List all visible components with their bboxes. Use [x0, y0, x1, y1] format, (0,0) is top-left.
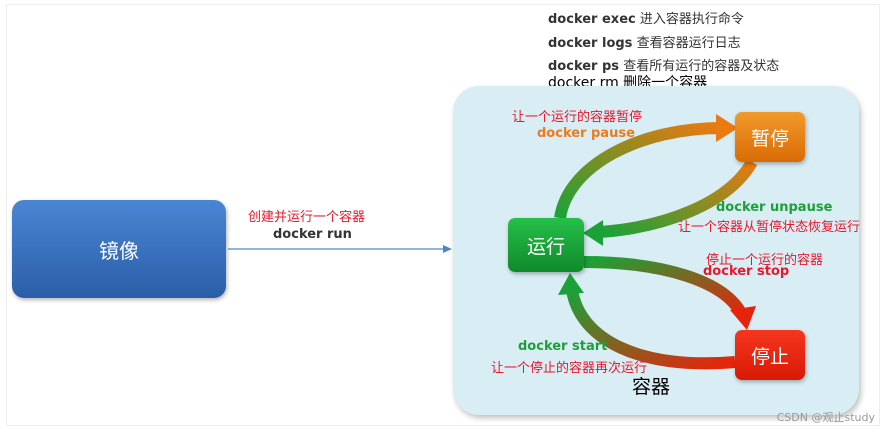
running-node: 运行 — [508, 218, 584, 272]
unpause-desc-label: 让一个容器从暂停状态恢复运行 — [678, 220, 861, 235]
pause-arrow-head — [716, 114, 738, 142]
unpause-arrow — [599, 158, 758, 238]
cmd-logs-desc: 查看容器运行日志 — [636, 36, 741, 51]
unpause-cmd-label: docker unpause — [716, 200, 833, 215]
stop-arrow-head — [730, 306, 756, 330]
image-node: 镜像 — [12, 200, 226, 298]
diagram-frame — [6, 4, 880, 426]
watermark: CSDN @观止study — [776, 411, 875, 424]
start-arrow-head — [558, 273, 584, 295]
cmd-exec-name: docker exec — [548, 12, 636, 27]
stop-desc-label: 停止一个运行的容器 — [706, 253, 824, 268]
start-arrow — [566, 288, 736, 370]
cmd-exec-desc: 进入容器执行命令 — [639, 12, 744, 27]
stop-cmd-label: docker stop — [703, 264, 790, 279]
cmd-ps-desc: 查看所有运行的容器及状态 — [623, 59, 780, 74]
cmd-ps: docker ps 查看所有运行的容器及状态 — [548, 55, 779, 74]
start-desc-label: 让一个停止的容器再次运行 — [491, 361, 648, 376]
start-cmd-label: docker start — [518, 339, 608, 354]
cmd-ps-name: docker ps — [548, 59, 620, 74]
pause-cmd-label: docker pause — [537, 126, 635, 141]
run-cmd-label: docker run — [273, 227, 352, 242]
cmd-exec: docker exec 进入容器执行命令 — [548, 8, 744, 27]
cmd-logs: docker logs 查看容器运行日志 — [548, 32, 741, 51]
run-arrow-head — [443, 245, 452, 253]
stopped-node: 停止 — [735, 330, 805, 380]
stop-arrow — [583, 256, 748, 318]
container-label: 容器 — [632, 376, 671, 398]
pause-arrow — [554, 122, 723, 220]
pause-desc-label: 让一个运行的容器暂停 — [512, 110, 643, 125]
unpause-arrow-head — [583, 220, 603, 246]
cmd-logs-name: docker logs — [548, 36, 633, 51]
paused-node: 暂停 — [735, 112, 805, 162]
run-desc-label: 创建并运行一个容器 — [248, 210, 366, 225]
